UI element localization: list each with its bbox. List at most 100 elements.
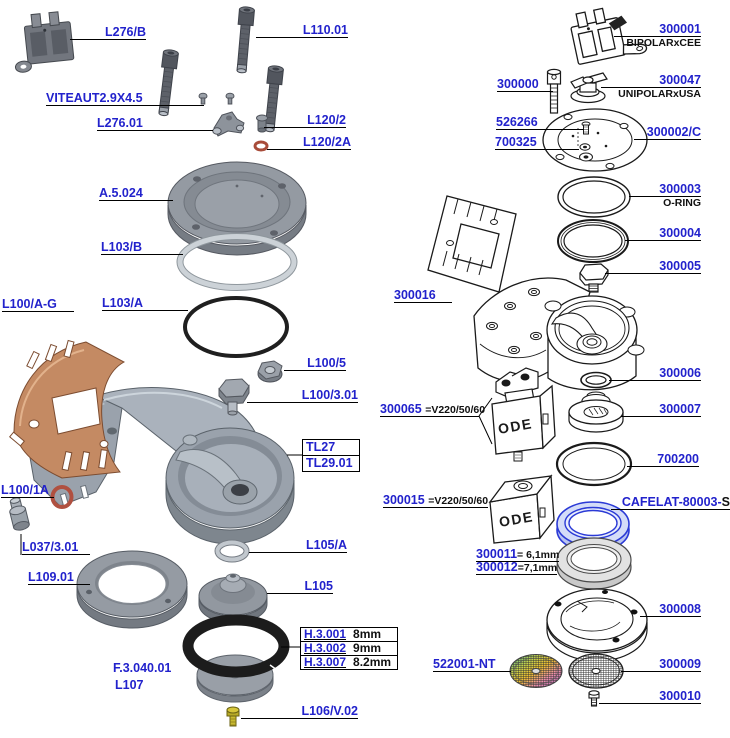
part-link-l276b[interactable]: L276/B xyxy=(70,25,146,40)
solenoid-valve-drawing-300065: ODE xyxy=(491,367,556,462)
thermostat-drawing-300047 xyxy=(570,72,608,104)
part-link-300008[interactable]: 300008 xyxy=(640,602,701,617)
part-link-l105[interactable]: L105 xyxy=(267,579,333,594)
part-link-300006[interactable]: 300006 xyxy=(609,366,701,381)
part-sublabel: O-RING xyxy=(663,197,701,209)
bolt-drawing-300000 xyxy=(546,68,562,114)
part-link-l100-1a[interactable]: L100/1A xyxy=(1,483,54,498)
part-link-l276-01[interactable]: L276.01 xyxy=(97,116,213,131)
part-link-300002c[interactable]: 300002/C xyxy=(634,125,701,140)
screw-l120-2 xyxy=(256,114,268,133)
part-label-l107: L107 xyxy=(115,678,144,692)
part-link-cafelat-80003s[interactable]: CAFELAT-80003-S xyxy=(611,495,730,510)
part-label-f3-040-01: F.3.040.01 xyxy=(113,661,172,675)
flange-drawing-300002c xyxy=(542,108,648,172)
part-link-l100-5[interactable]: L100/5 xyxy=(284,356,346,371)
valve-piston-drawing-300007 xyxy=(568,391,624,433)
part-link-l103-b[interactable]: L103/B xyxy=(101,240,183,255)
heat-shield-drawing-300016 xyxy=(427,195,517,293)
part-link-l037-3-01[interactable]: L037/3.01 xyxy=(22,540,90,555)
group-ring-drawing-300008 xyxy=(546,588,648,662)
oring-drawing-300006 xyxy=(580,371,612,389)
part-link-700325[interactable]: 700325 xyxy=(495,135,579,150)
rainbow-screen-drawing-522001nt xyxy=(509,654,563,688)
part-link-300012[interactable]: 300012=7,1mm xyxy=(476,560,558,575)
part-link-l110-01[interactable]: L110.01 xyxy=(256,23,348,38)
group-gasket-h3 xyxy=(182,614,290,678)
tl-part-box[interactable]: TL27 TL29.01 xyxy=(302,439,360,472)
part-link-l103-a[interactable]: L103/A xyxy=(102,296,188,311)
copper-shim-l100ag xyxy=(9,339,126,479)
part-link-h3-001[interactable]: H.3.001 xyxy=(304,627,347,641)
part-link-tl29-01[interactable]: TL29.01 xyxy=(303,455,359,471)
part-link-300000[interactable]: 300000 xyxy=(497,77,553,92)
part-link-300015[interactable]: 300015 =V220/50/60 xyxy=(383,493,489,508)
relay-part-l276b xyxy=(14,11,75,73)
part-link-h3-007[interactable]: H.3.007 xyxy=(304,655,347,669)
gray-gasket-drawing-300011 xyxy=(556,537,632,590)
size-note: = 6,1mm xyxy=(517,549,560,561)
part-link-300005[interactable]: 300005 xyxy=(605,259,701,274)
cafelat-gasket-drawing xyxy=(556,501,630,553)
part-link-l105-a[interactable]: L105/A xyxy=(249,538,347,553)
part-link-l106-v02[interactable]: L106/V.02 xyxy=(241,704,358,719)
solenoid-coil-drawing-300015: ODE xyxy=(488,474,555,544)
black-oring-l103a xyxy=(183,296,289,358)
part-link-300065[interactable]: 300065 =V220/50/60 xyxy=(380,402,486,417)
part-link-a5-024[interactable]: A.5.024 xyxy=(99,186,173,201)
group-body-drawing xyxy=(473,277,645,391)
bracket-l276-01 xyxy=(212,111,245,137)
part-link-526266[interactable]: 526266 xyxy=(496,115,584,130)
oring-drawing-300003 xyxy=(557,176,631,218)
part-link-l120-2[interactable]: L120/2 xyxy=(264,113,346,128)
ring-l109-01 xyxy=(76,550,188,629)
part-link-l100-ag[interactable]: L100/A-G xyxy=(2,297,74,312)
leader-lines xyxy=(20,397,493,648)
cap-screw-long-1 xyxy=(155,48,180,117)
oring-drawing-700200 xyxy=(555,441,633,487)
part-sublabel: UNIPOLARxUSA xyxy=(618,88,701,100)
part-link-l120-2a[interactable]: L120/2A xyxy=(267,135,351,150)
brass-screw-l106v02 xyxy=(226,706,240,727)
hex-plug-drawing-300005 xyxy=(579,263,609,293)
part-link-l100-3-01[interactable]: L100/3.01 xyxy=(247,388,358,403)
screw-drawing-300010 xyxy=(588,690,600,707)
screen-drawing-300009 xyxy=(568,653,624,689)
part-link-l109-01[interactable]: L109.01 xyxy=(28,570,90,585)
part-link-300011[interactable]: 300011= 6,1mm xyxy=(476,547,560,562)
red-oring-l120-2a xyxy=(253,140,269,152)
part-link-700200[interactable]: 700200 xyxy=(627,452,699,467)
part-sublabel: BIPOLARxCEE xyxy=(626,37,701,49)
part-link-300007[interactable]: 300007 xyxy=(621,402,701,417)
part-link-h3-002[interactable]: H.3.002 xyxy=(304,641,347,655)
ode-brand-text: ODE xyxy=(498,508,535,530)
cap-screw-l110-01 xyxy=(233,5,256,74)
part-link-tl27[interactable]: TL27 xyxy=(306,440,336,454)
voltage-note: =V220/50/60 xyxy=(425,404,486,416)
part-link-viteaut[interactable]: VITEAUT2.9X4.5 xyxy=(46,91,204,106)
cap-nut-l100-5 xyxy=(257,360,283,383)
small-ring-l105a xyxy=(214,539,250,563)
hex-plug-l100-3-01 xyxy=(218,378,250,416)
voltage-note: =V220/50/60 xyxy=(428,495,489,507)
part-link-522001-nt[interactable]: 522001-NT xyxy=(433,657,511,672)
part-link-300004[interactable]: 300004 xyxy=(625,226,701,241)
flange-a5-024 xyxy=(167,161,307,256)
light-oring-l103b xyxy=(176,233,298,291)
ode-brand-text: ODE xyxy=(497,415,534,437)
part-link-300009[interactable]: 300009 xyxy=(621,657,701,672)
part-link-300010[interactable]: 300010 xyxy=(599,689,701,704)
piston-l105 xyxy=(198,573,268,624)
relay-drawing-300001 xyxy=(570,7,648,65)
oring-drawing-300004 xyxy=(557,219,629,263)
part-link-300016[interactable]: 300016 xyxy=(394,288,452,303)
